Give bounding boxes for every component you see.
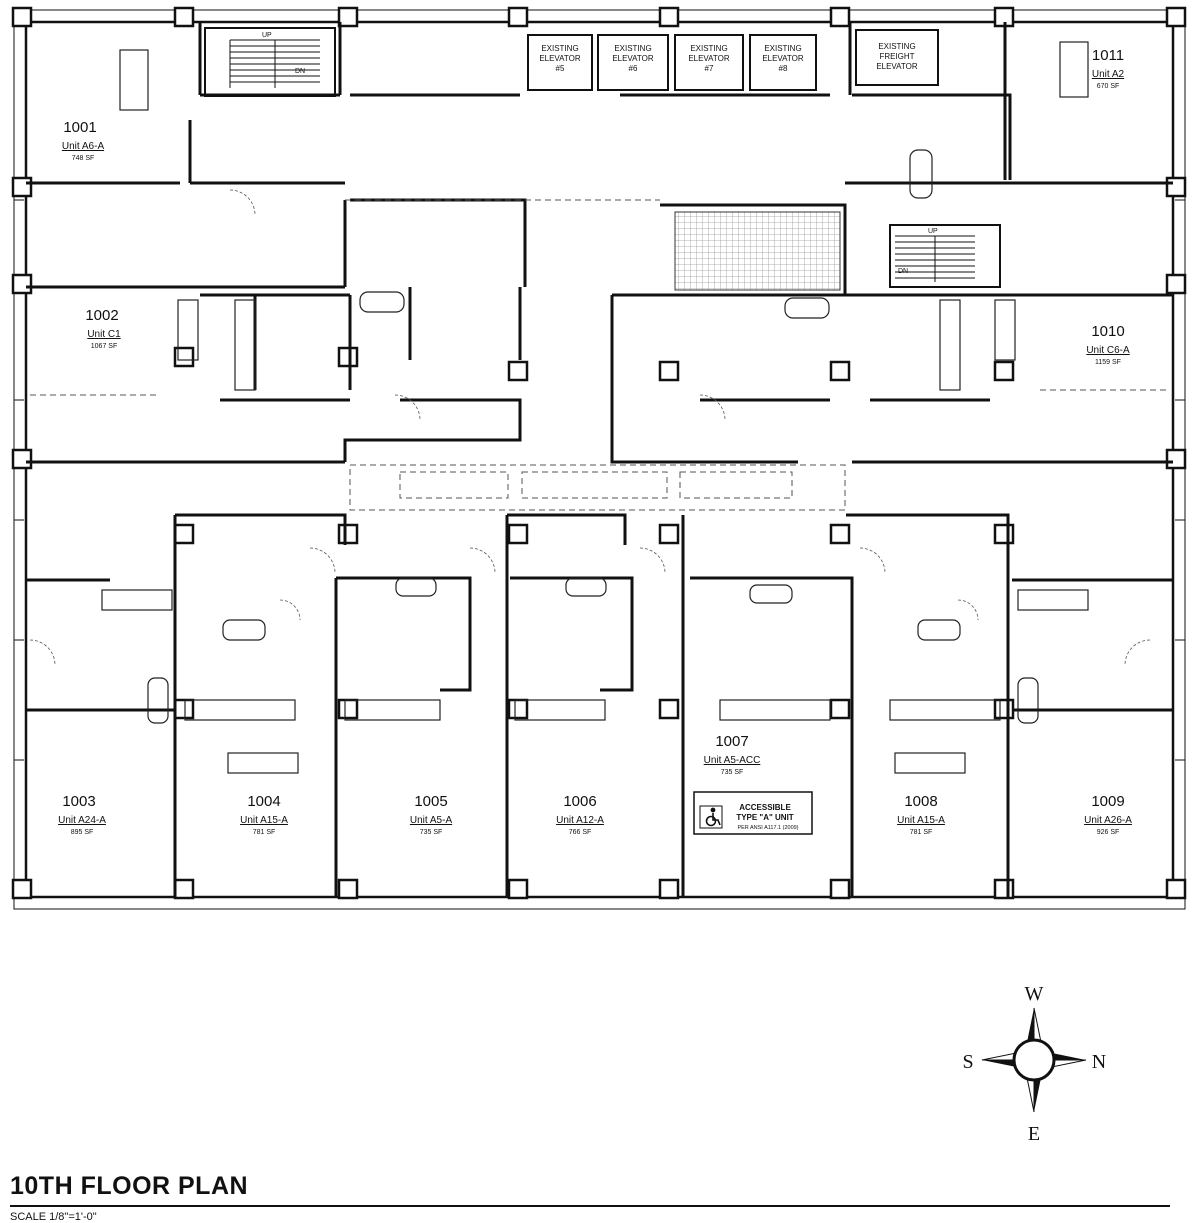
svg-text:Unit A12-A: Unit A12-A <box>556 815 604 826</box>
svg-text:1010: 1010 <box>1091 323 1124 340</box>
svg-text:Unit A5-A: Unit A5-A <box>410 815 453 826</box>
svg-text:766 SF: 766 SF <box>569 829 592 836</box>
stair-north <box>204 27 336 97</box>
stair-up-label: UP <box>262 32 272 39</box>
svg-text:895 SF: 895 SF <box>71 829 94 836</box>
stair-south-down-label: DN <box>898 268 908 275</box>
elevator-boxes <box>527 29 939 91</box>
stair-down-label: DN <box>295 68 305 75</box>
unit-1004-label: 1004 Unit A15-A 781 SF <box>240 793 288 836</box>
svg-text:1003: 1003 <box>62 793 95 810</box>
svg-text:926 SF: 926 SF <box>1097 829 1120 836</box>
svg-text:Unit A15-A: Unit A15-A <box>897 815 945 826</box>
compass-e-label: E <box>1028 1123 1040 1145</box>
shaft-area <box>674 211 841 291</box>
svg-text:781 SF: 781 SF <box>910 829 933 836</box>
svg-text:TYPE "A" UNIT: TYPE "A" UNIT <box>736 813 793 822</box>
svg-text:Unit A24-A: Unit A24-A <box>58 815 106 826</box>
svg-text:781 SF: 781 SF <box>253 829 276 836</box>
svg-text:1067 SF: 1067 SF <box>91 343 117 350</box>
svg-text:Unit A15-A: Unit A15-A <box>240 815 288 826</box>
svg-text:ACCESSIBLE: ACCESSIBLE <box>739 803 791 812</box>
svg-text:748 SF: 748 SF <box>72 155 95 162</box>
svg-text:Unit C6-A: Unit C6-A <box>1086 345 1130 356</box>
svg-text:1008: 1008 <box>904 793 937 810</box>
svg-text:1005: 1005 <box>414 793 447 810</box>
svg-text:PER ANSI A117.1 (2009): PER ANSI A117.1 (2009) <box>737 825 798 831</box>
svg-text:1009: 1009 <box>1091 793 1124 810</box>
svg-text:1011: 1011 <box>1092 47 1124 64</box>
svg-text:1006: 1006 <box>563 793 596 810</box>
svg-text:735 SF: 735 SF <box>721 769 744 776</box>
svg-text:Unit A6-A: Unit A6-A <box>62 141 105 152</box>
compass-s-label: S <box>962 1051 973 1073</box>
wheelchair-icon <box>705 807 721 827</box>
unit-1009-label: 1009 Unit A26-A 926 SF <box>1084 793 1132 836</box>
columns <box>11 6 1187 900</box>
svg-text:1159 SF: 1159 SF <box>1095 359 1121 366</box>
svg-text:Unit A26-A: Unit A26-A <box>1084 815 1132 826</box>
unit-1006-label: 1006 Unit A12-A 766 SF <box>556 793 604 836</box>
corridor-outlines <box>30 199 1168 511</box>
unit-1008-label: 1008 Unit A15-A 781 SF <box>897 793 945 836</box>
svg-text:Unit A2: Unit A2 <box>1092 69 1125 80</box>
stair-south-up-label: UP <box>928 228 938 235</box>
stair-south <box>889 224 1001 288</box>
svg-text:1002: 1002 <box>85 307 118 324</box>
svg-text:Unit A5-ACC: Unit A5-ACC <box>704 755 761 766</box>
compass-n-label: N <box>1092 1051 1106 1073</box>
svg-text:670 SF: 670 SF <box>1097 83 1120 90</box>
title-divider <box>10 1205 1170 1207</box>
unit-1010-label: 1010 Unit C6-A 1159 SF <box>1086 323 1130 366</box>
unit-1007-label: 1007 Unit A5-ACC 735 SF <box>704 733 761 776</box>
accessible-sign: ACCESSIBLE TYPE "A" UNIT PER ANSI A117.1… <box>693 791 813 835</box>
svg-text:Unit C1: Unit C1 <box>87 329 121 340</box>
unit-1002-label: 1002 Unit C1 1067 SF <box>85 307 121 350</box>
fixtures <box>101 41 1089 774</box>
unit-1001-label: 1001 Unit A6-A 748 SF <box>62 119 105 162</box>
unit-1011-label: 1011 Unit A2 670 SF <box>1092 47 1125 90</box>
title-block: 10TH FLOOR PLAN SCALE 1/8"=1'-0" <box>10 1172 1170 1223</box>
svg-text:1004: 1004 <box>247 793 280 810</box>
door-swings <box>29 189 1151 666</box>
unit-1003-label: 1003 Unit A24-A 895 SF <box>58 793 106 836</box>
unit-1005-label: 1005 Unit A5-A 735 SF <box>410 793 453 836</box>
svg-text:1001: 1001 <box>63 119 96 136</box>
compass-w-label: W <box>1025 983 1044 1005</box>
svg-text:1007: 1007 <box>715 733 748 750</box>
compass-rose: W S N E <box>962 983 1106 1145</box>
interior-walls <box>26 22 1173 897</box>
plan-title: 10TH FLOOR PLAN <box>10 1172 249 1200</box>
plan-scale: SCALE 1/8"=1'-0" <box>10 1211 97 1223</box>
svg-text:735 SF: 735 SF <box>420 829 443 836</box>
